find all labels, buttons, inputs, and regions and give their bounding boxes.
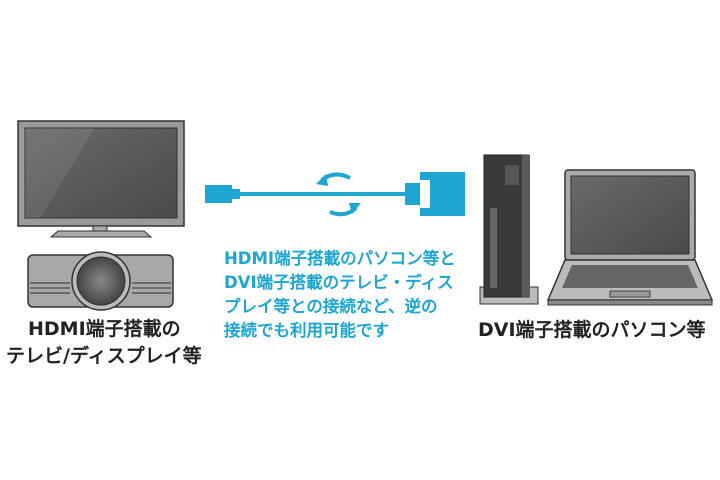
left-device-label-line2: テレビ/ディスプレイ等 — [6, 345, 202, 367]
usage-note: HDMI端子搭載のパソコン等と DVI端子搭載のテレビ・ディス プレイ等との接続… — [224, 247, 456, 343]
left-device-label-line1: HDMI端子搭載の — [28, 318, 181, 340]
usage-note-line: HDMI端子搭載のパソコン等と — [224, 249, 456, 268]
hdmi-dvi-cable-icon — [205, 172, 465, 216]
usage-note-line: DVI端子搭載のテレビ・ディス — [224, 273, 454, 292]
right-device-label: DVI端子搭載のパソコン等 — [478, 319, 706, 341]
usage-note-line: 接続でも利用可能です — [224, 321, 389, 340]
tv-icon — [17, 120, 185, 238]
desktop-pc-icon — [479, 154, 539, 305]
projector-icon — [27, 251, 174, 311]
usage-note-line: プレイ等との接続など、逆の — [224, 297, 438, 316]
laptop-icon — [546, 169, 714, 306]
reversible-arrows-icon — [316, 172, 361, 217]
